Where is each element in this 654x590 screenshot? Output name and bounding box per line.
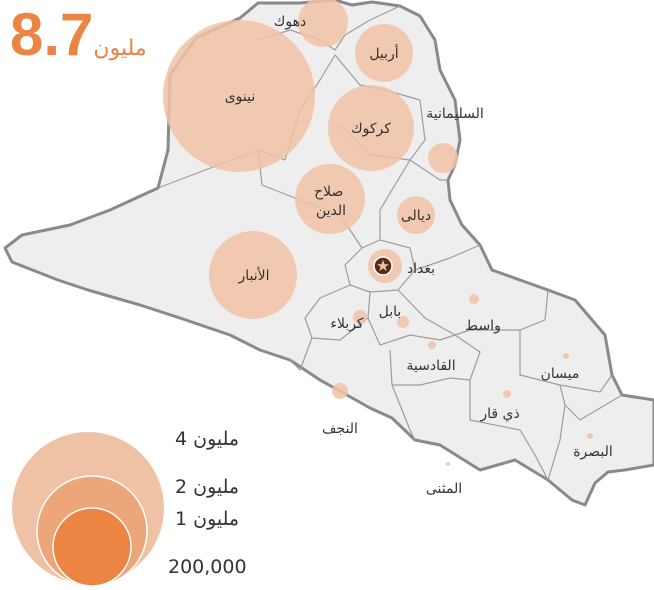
bubble-karbala	[353, 310, 367, 324]
label-erbil: أربيل	[369, 44, 398, 62]
label-salahaddin: صلاح الدين	[314, 184, 348, 219]
label-maysan: ميسان	[541, 366, 580, 382]
label-nineveh: نينوى	[225, 89, 256, 105]
bubble-muthanna	[446, 462, 450, 466]
bubble-babil	[397, 316, 409, 328]
legend-label-1m: 1 مليون	[175, 508, 239, 530]
border-dhiqar-basra	[559, 384, 623, 421]
label-anbar: الأنبار	[237, 266, 269, 284]
legend-label-200k-number: 200,000	[168, 556, 247, 578]
border-basra-muthanna	[547, 404, 566, 481]
legend-label-2m-number: 2	[175, 476, 188, 498]
legend-label-2m-unit: مليون	[193, 476, 240, 498]
bubble-najaf	[332, 383, 348, 399]
bubble-diyala	[397, 196, 435, 234]
border-babil-wasit	[397, 289, 471, 336]
size-legend	[12, 432, 164, 587]
border-anbar-najaf	[289, 337, 313, 371]
border-salahaddin-diyala	[379, 159, 411, 240]
border-karbala-babil	[367, 291, 381, 346]
bubble-anbar	[209, 231, 297, 319]
legend-label-4m-number: 4	[175, 428, 188, 450]
label-salahaddin-line1: صلاح	[314, 184, 343, 200]
bubble-sulaymaniyah	[428, 143, 458, 173]
bubble-dhiqar	[503, 390, 511, 398]
label-najaf: النجف	[322, 421, 358, 437]
legend-label-4m: 4 مليون	[175, 428, 239, 450]
bubble-salahaddin	[295, 164, 365, 234]
label-babil: بابل	[379, 304, 402, 320]
border-kirkuk-sulaymaniyah	[409, 99, 426, 161]
label-salahaddin-line2: الدين	[316, 203, 346, 219]
total-value: 8.7	[10, 1, 94, 68]
bubble-qadisiyah	[428, 341, 436, 349]
bubble-wasit	[469, 294, 479, 304]
bubble-kirkuk	[328, 85, 414, 171]
population-bubbles	[163, 0, 593, 466]
legend-label-1m-number: 1	[175, 508, 188, 530]
label-sulaymaniyah: السليمانية	[426, 106, 484, 122]
label-baghdad: بغداد	[407, 261, 435, 277]
border-babil-qadisiyah	[379, 334, 456, 346]
border-najaf-muthanna	[391, 384, 416, 441]
label-muthanna: المثنى	[426, 481, 462, 497]
total-population: 8.7 مليون	[10, 4, 153, 66]
label-wasit: واسط	[465, 318, 501, 334]
capital-star-icon	[373, 256, 393, 276]
label-kirkuk: كركوك	[351, 121, 391, 137]
bubble-erbil	[355, 24, 413, 82]
label-karbala: كربلاء	[330, 316, 364, 332]
legend-label-4m-unit: مليون	[193, 428, 240, 450]
label-basra: البصرة	[573, 444, 613, 460]
label-diyala: ديالى	[401, 208, 431, 224]
label-qadisiyah: القادسية	[406, 358, 455, 374]
legend-label-2m: 2 مليون	[175, 476, 239, 498]
bubble-maysan	[563, 353, 569, 359]
iraq-outline	[3, 0, 654, 507]
border-wasit-maysan	[470, 289, 549, 331]
bubble-basra	[587, 433, 593, 439]
province-labels: دهوك أربيل نينوى كركوك السليمانية صلاح ا…	[225, 14, 613, 497]
label-duhok: دهوك	[274, 14, 306, 30]
total-unit: مليون	[93, 36, 147, 61]
legend-circle-1m	[52, 507, 132, 587]
border-dhiqar-muthanna	[469, 380, 549, 481]
bubble-duhok	[298, 0, 348, 47]
label-dhiqar: ذي قار	[479, 406, 519, 422]
border-sulaymaniyah-diyala	[409, 159, 448, 181]
legend-label-200k: 200,000	[168, 556, 247, 578]
border-duhok-erbil	[344, 5, 401, 36]
legend-label-1m-unit: مليون	[193, 508, 240, 530]
border-anbar-karbala	[304, 284, 369, 341]
border-diyala-wasit	[414, 244, 481, 271]
bubble-nineveh	[163, 20, 315, 172]
